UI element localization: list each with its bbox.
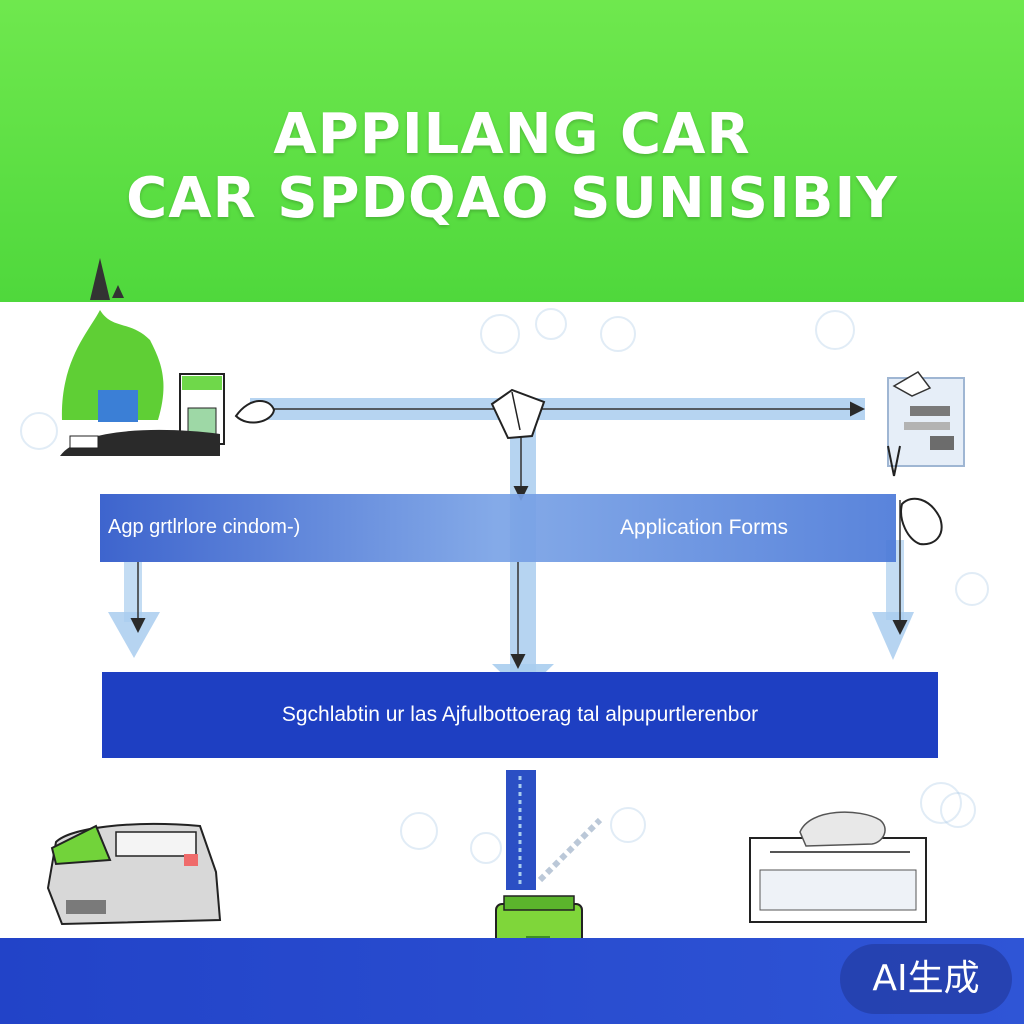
printer-form-icon	[749, 811, 927, 923]
decor-swirl	[400, 812, 438, 850]
band-top-right-label: Application Forms	[620, 516, 789, 539]
processing-band-label: Sgchlabtin ur las Ajfulbottoerag tal alp…	[281, 703, 759, 726]
office-document-icon	[887, 371, 965, 546]
tag-icon	[490, 388, 546, 440]
title-line-1: APPILANG CAR	[273, 102, 751, 167]
processing-band	[102, 672, 938, 758]
decor-swirl	[535, 308, 567, 340]
decor-swirl	[480, 314, 520, 354]
decor-swirl	[600, 316, 636, 352]
plant-station-icon	[60, 258, 276, 456]
decor-swirl	[920, 782, 962, 824]
decor-swirl	[955, 572, 989, 606]
band-top-left-label: Agp grtlrlore cindom‑)	[108, 516, 301, 538]
top-horizontal-pipe	[250, 398, 865, 420]
decor-swirl	[610, 807, 646, 843]
left-down-arrow	[108, 562, 160, 658]
ai-generated-badge: AI生成	[840, 944, 1012, 1014]
application-forms-band	[100, 494, 896, 562]
decor-swirl	[815, 310, 855, 350]
car-icon	[46, 822, 222, 926]
title-line-2: CAR SPDQAO SUNISIBIY	[126, 166, 898, 231]
header-banner	[0, 0, 1024, 302]
bottom-connector	[506, 770, 603, 890]
decor-swirl	[470, 832, 502, 864]
decor-swirl	[20, 412, 58, 450]
